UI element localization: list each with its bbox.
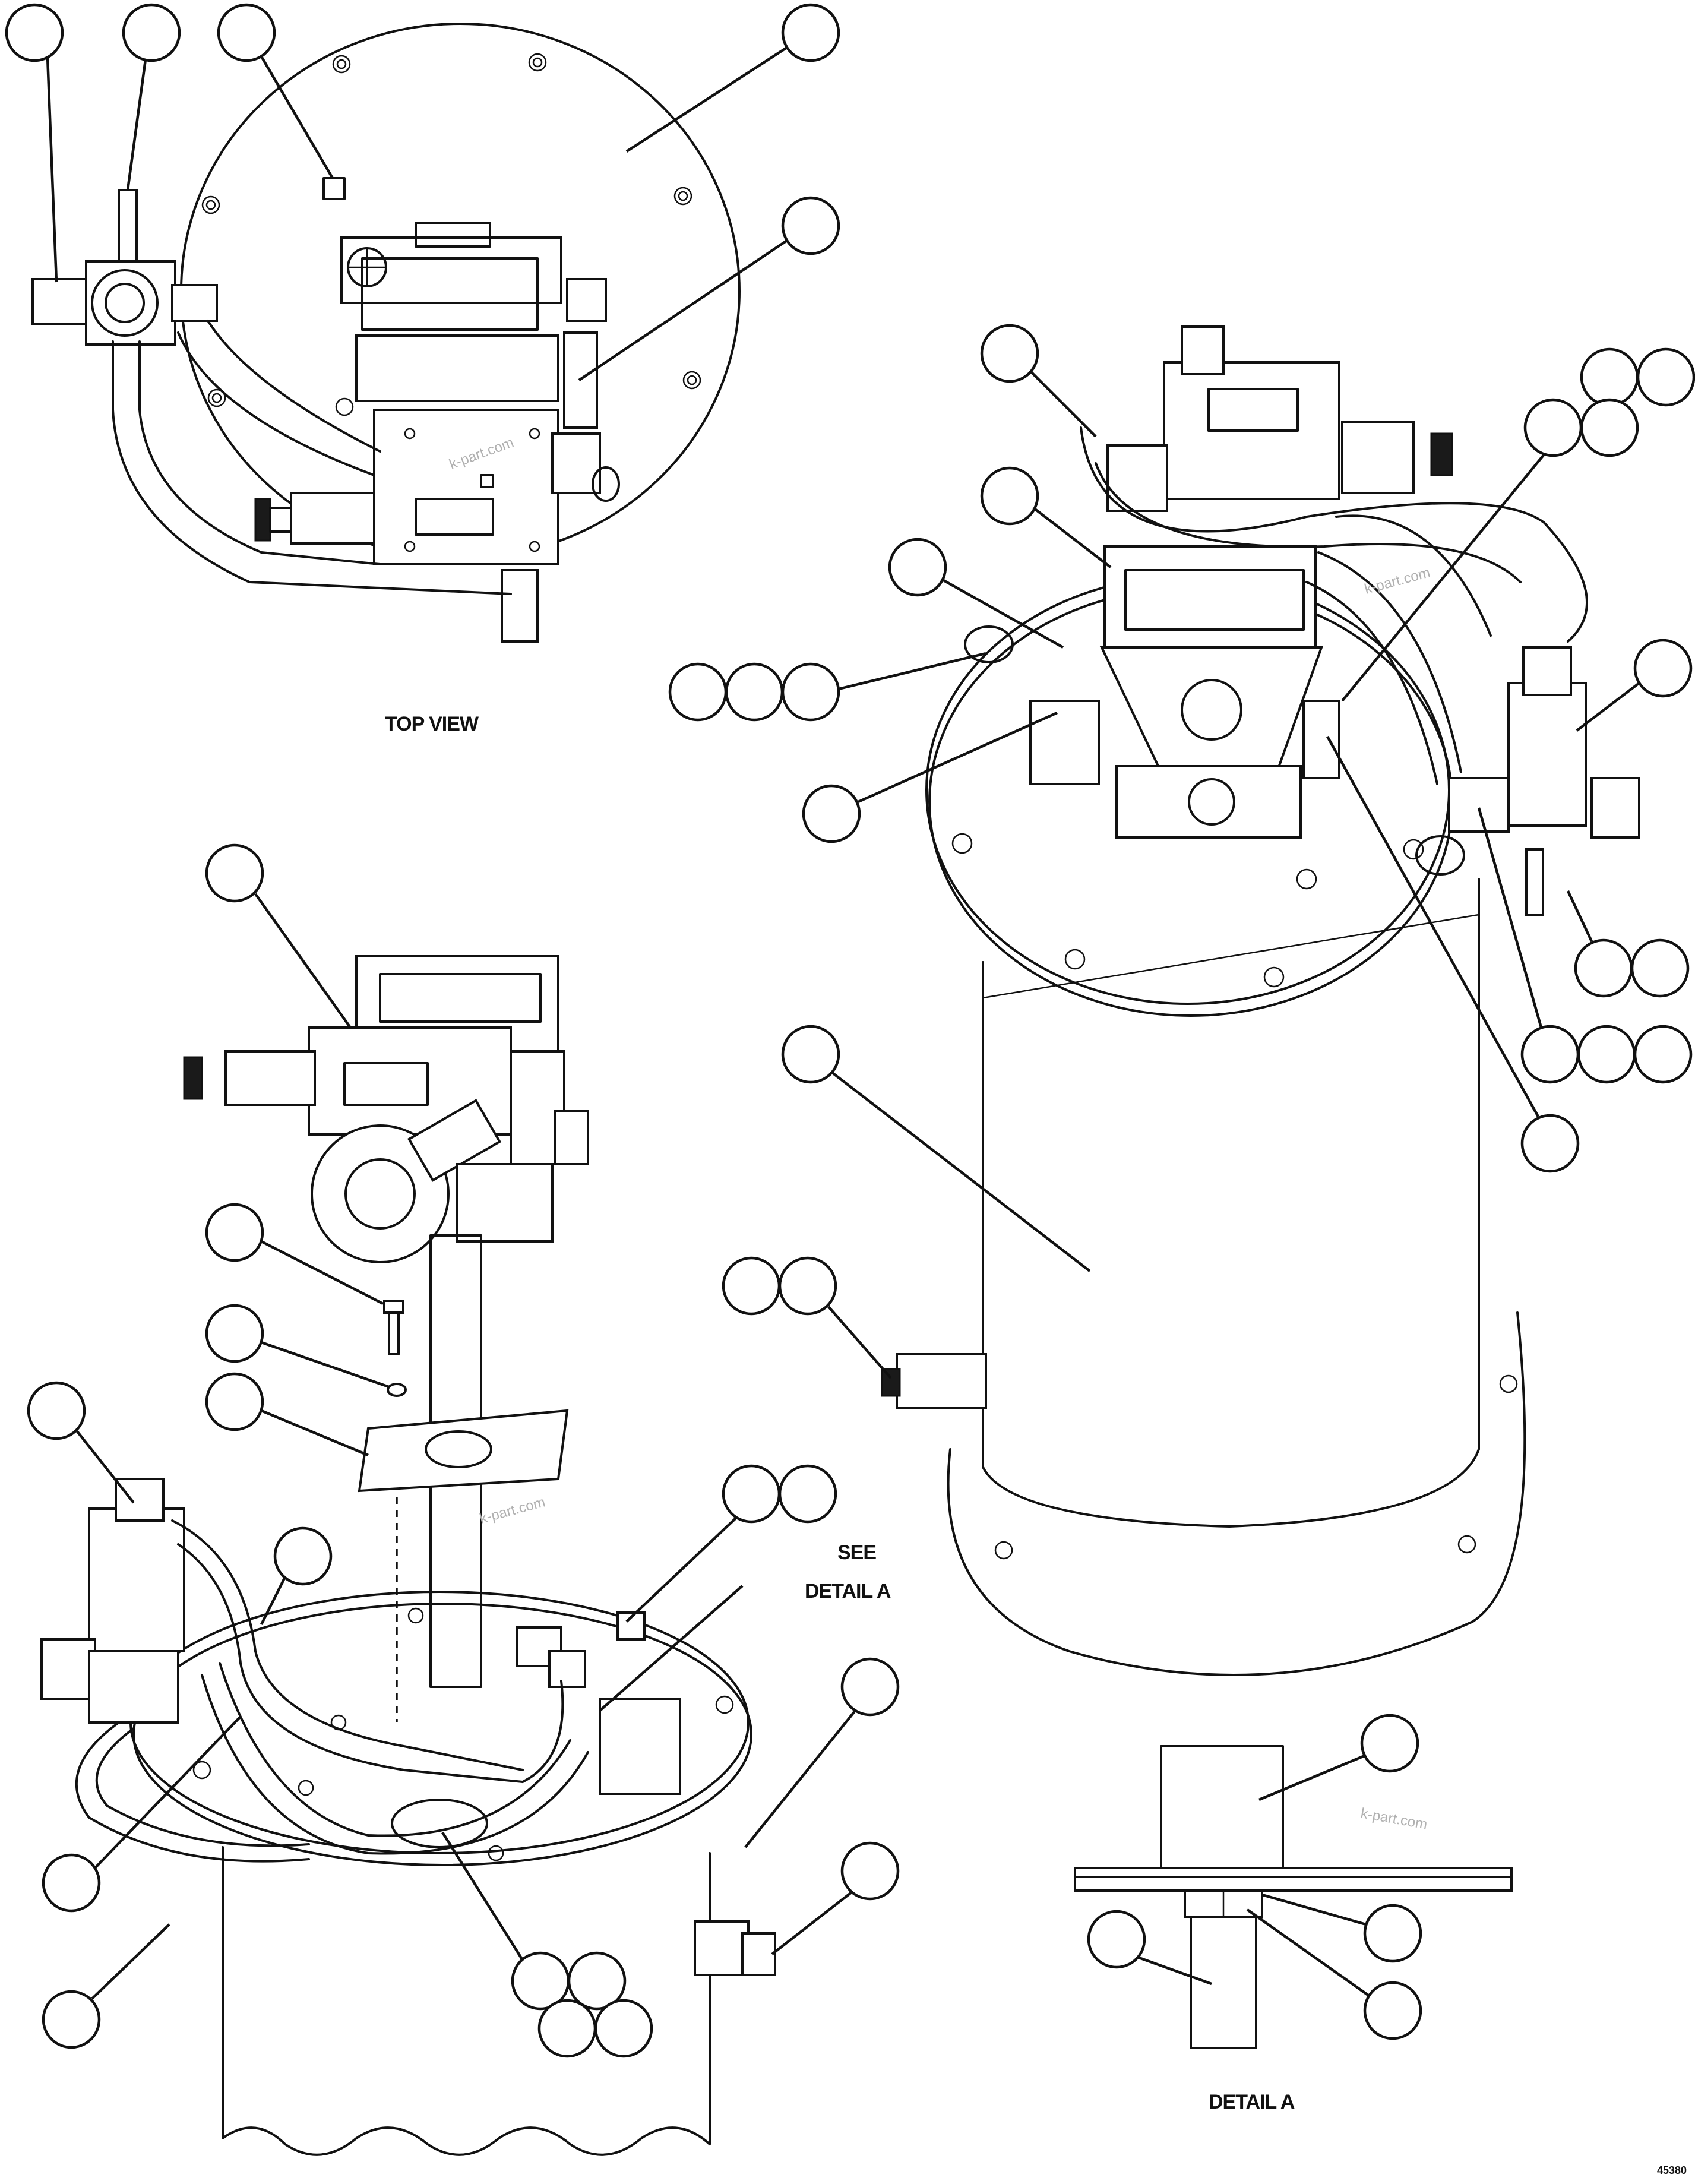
see-detail-label-line1: SEE [837,1541,876,1564]
tank-assembly [881,325,1640,1676]
top-view-assembly [31,23,741,643]
callout-bubbles [5,3,1695,2058]
see-detail-label-line2: DETAIL A [805,1580,891,1603]
watermark-4: k-part.com [1359,1805,1428,1832]
watermark-3: k-part.com [478,1494,547,1526]
detail-a-assembly [1074,1745,1513,2049]
figure-number: 45380 [1657,2164,1687,2176]
exploded-pump-assembly [40,955,776,2156]
detail-a-label: DETAIL A [1209,2091,1295,2113]
watermark-2: k-part.com [1363,564,1432,597]
top-view-label: TOP VIEW [385,713,479,735]
